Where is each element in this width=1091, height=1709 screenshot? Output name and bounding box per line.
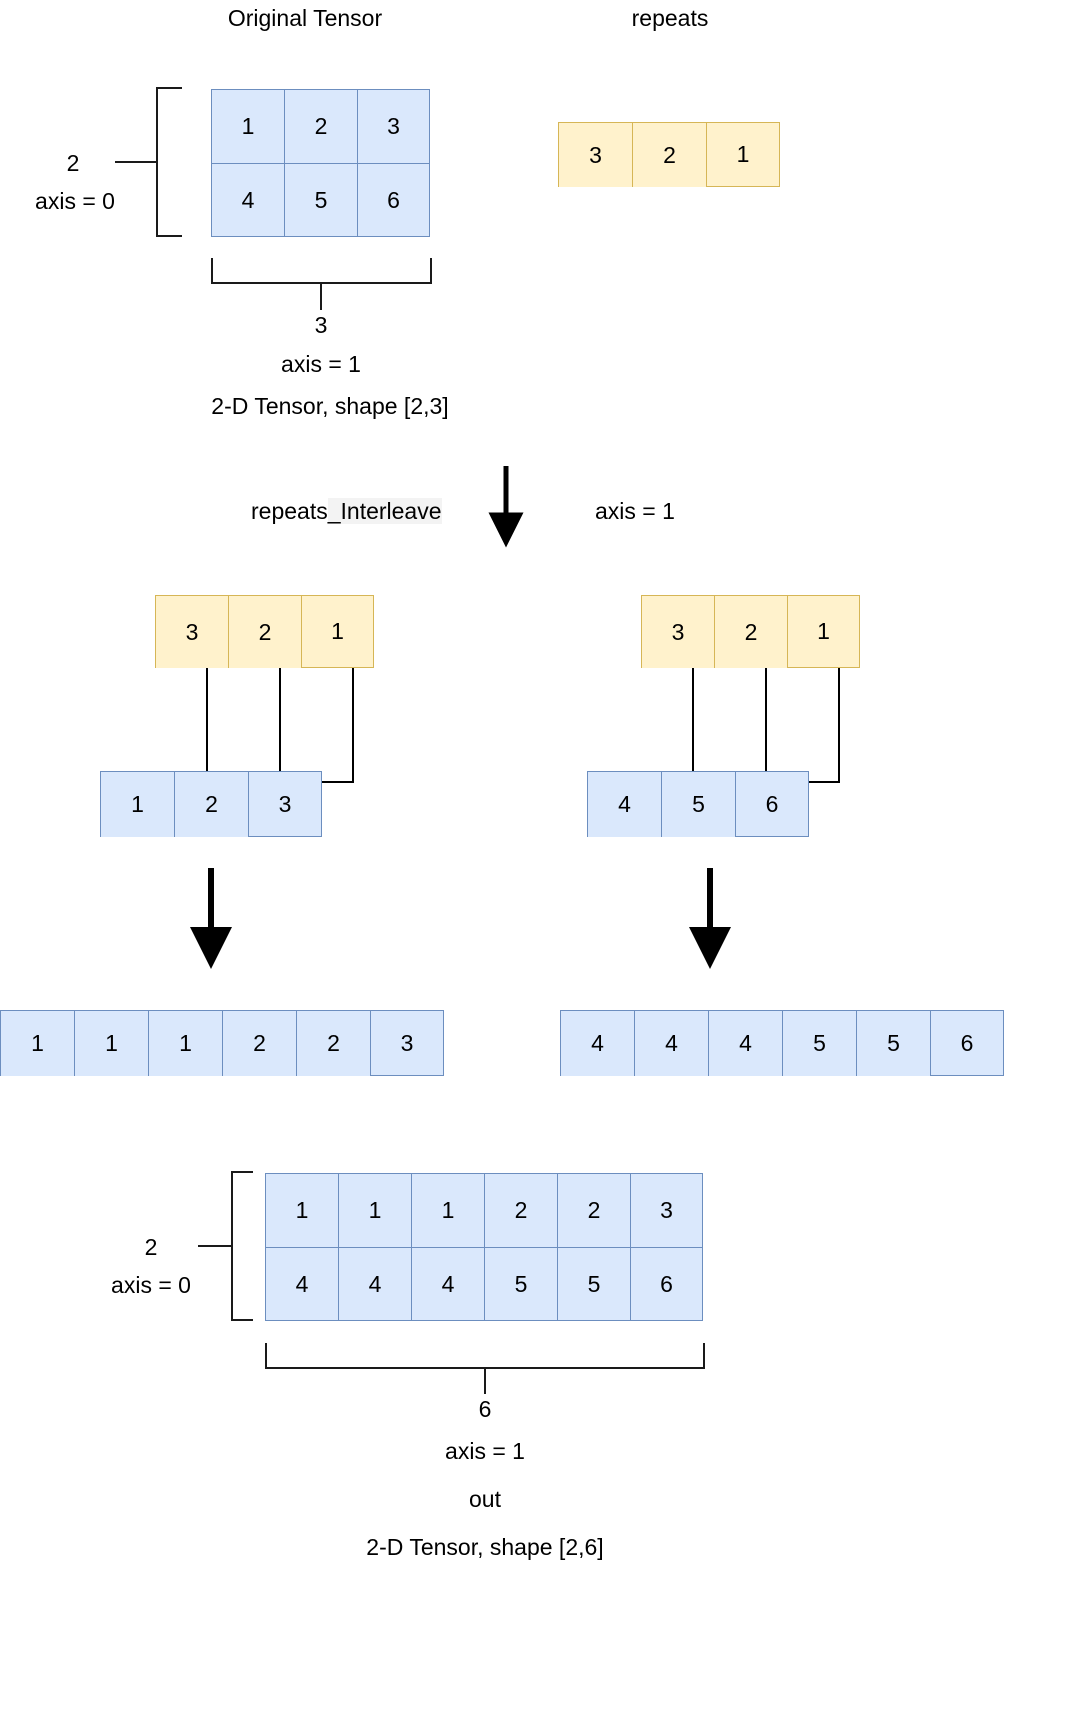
operation-name-suffix: _Interleave [327, 498, 442, 524]
tensor-cell: 4 [708, 1010, 782, 1076]
left-result-row: 1 1 1 2 2 3 [0, 1010, 444, 1076]
tensor-cell: 1 [74, 1010, 148, 1076]
output-tensor-grid: 1 1 1 2 2 3 4 4 4 5 5 6 [265, 1173, 703, 1321]
tensor-cell: 3 [248, 771, 322, 837]
tensor-cell: 1 [0, 1010, 74, 1076]
tensor-cell: 1 [338, 1173, 411, 1247]
axis1-bracket-original [211, 258, 432, 310]
tensor-cell: 3 [630, 1173, 703, 1247]
tensor-cell: 6 [630, 1247, 703, 1321]
tensor-cell: 6 [735, 771, 809, 837]
tensor-cell: 5 [856, 1010, 930, 1076]
original-axis1-label: axis = 1 [281, 351, 361, 377]
output-axis0-label: axis = 0 [111, 1272, 191, 1298]
axis1-bracket-output [265, 1343, 705, 1394]
original-tensor-grid: 1 2 3 4 5 6 [211, 89, 430, 237]
tensor-cell: 6 [357, 163, 430, 237]
tensor-cell: 2 [222, 1010, 296, 1076]
repeats-title: repeats [631, 5, 709, 31]
output-axis0-size: 2 [144, 1234, 158, 1260]
tensor-cell: 2 [284, 89, 357, 163]
operation-axis-label: axis = 1 [595, 498, 675, 524]
operation-name: repeats_Interleave [251, 498, 442, 524]
repeats-cell: 1 [787, 595, 860, 668]
repeats-cell: 2 [228, 595, 301, 668]
tensor-cell: 2 [174, 771, 248, 837]
tensor-cell: 4 [211, 163, 284, 237]
tensor-cell: 2 [296, 1010, 370, 1076]
tensor-cell: 1 [100, 771, 174, 837]
original-shape-caption: 2-D Tensor, shape [2,3] [211, 393, 449, 419]
tensor-cell: 4 [265, 1247, 338, 1321]
original-axis0-size: 2 [66, 150, 80, 176]
tensor-cell: 5 [782, 1010, 856, 1076]
operation-name-prefix: repeats [251, 498, 328, 524]
right-repeats-vector: 3 2 1 [641, 595, 860, 668]
tensor-cell: 4 [560, 1010, 634, 1076]
tensor-cell: 2 [557, 1173, 630, 1247]
repeats-vector-top: 3 2 1 [558, 122, 780, 187]
repeats-cell: 3 [558, 122, 632, 187]
output-axis1-label: axis = 1 [445, 1438, 525, 1464]
tensor-cell: 1 [265, 1173, 338, 1247]
repeats-cell: 1 [706, 122, 780, 187]
repeats-cell: 3 [641, 595, 714, 668]
axis0-bracket-original [115, 87, 182, 237]
output-axis1-size: 6 [478, 1396, 492, 1422]
left-repeats-vector: 3 2 1 [155, 595, 374, 668]
output-name-label: out [469, 1486, 501, 1512]
tensor-cell: 6 [930, 1010, 1004, 1076]
repeats-cell: 2 [714, 595, 787, 668]
left-source-row: 1 2 3 [100, 771, 322, 837]
tensor-cell: 4 [338, 1247, 411, 1321]
tensor-cell: 5 [557, 1247, 630, 1321]
tensor-cell: 5 [284, 163, 357, 237]
original-tensor-title: Original Tensor [227, 5, 383, 31]
right-result-row: 4 4 4 5 5 6 [560, 1010, 1004, 1076]
repeats-cell: 2 [632, 122, 706, 187]
repeats-vector-top-bottomline [558, 122, 780, 187]
tensor-cell: 4 [411, 1247, 484, 1321]
tensor-cell: 3 [370, 1010, 444, 1076]
tensor-cell: 4 [634, 1010, 708, 1076]
tensor-cell: 3 [357, 89, 430, 163]
tensor-cell: 1 [148, 1010, 222, 1076]
original-axis0-label: axis = 0 [35, 188, 115, 214]
tensor-cell: 1 [411, 1173, 484, 1247]
axis0-bracket-output [198, 1171, 253, 1321]
tensor-cell: 5 [484, 1247, 557, 1321]
original-axis1-size: 3 [314, 312, 328, 338]
tensor-cell: 1 [211, 89, 284, 163]
repeats-cell: 3 [155, 595, 228, 668]
repeats-cell: 1 [301, 595, 374, 668]
tensor-cell: 5 [661, 771, 735, 837]
tensor-cell: 2 [484, 1173, 557, 1247]
right-source-row: 4 5 6 [587, 771, 809, 837]
output-shape-caption: 2-D Tensor, shape [2,6] [366, 1534, 604, 1560]
tensor-cell: 4 [587, 771, 661, 837]
